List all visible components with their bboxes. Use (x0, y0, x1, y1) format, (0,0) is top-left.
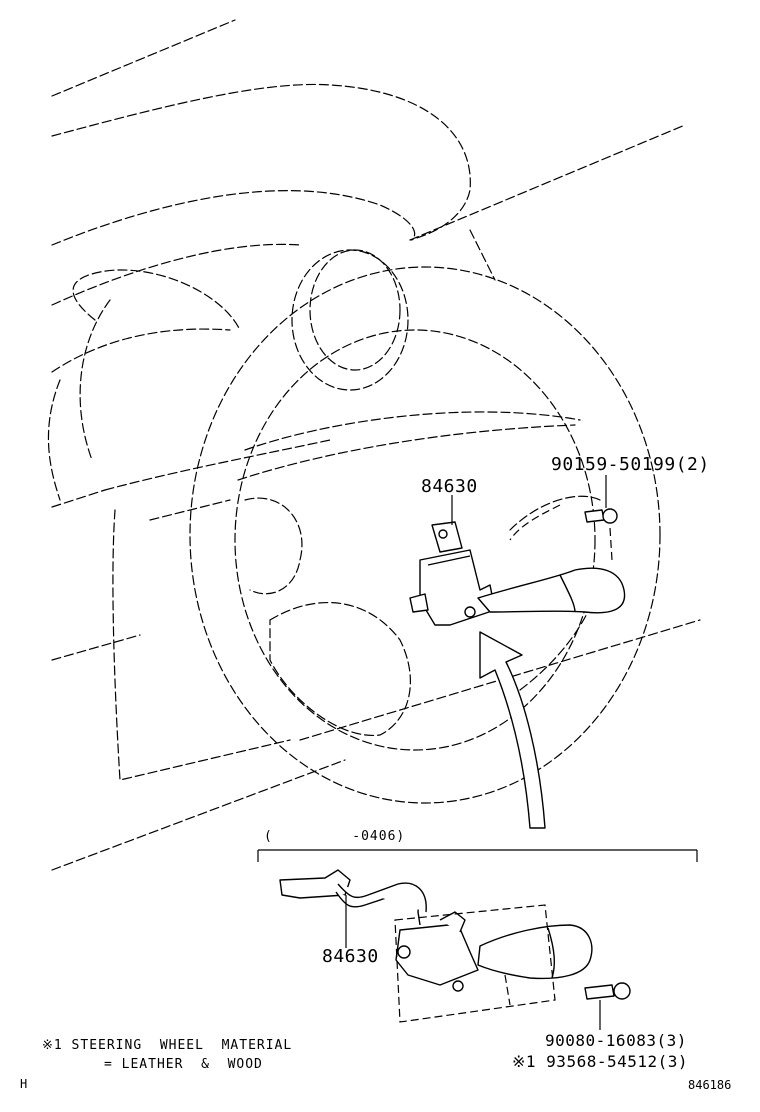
gauge-cluster (47, 249, 409, 501)
lower-switch-assembly (279, 869, 593, 992)
callout-lower-bolt-alt: ※1 93568-54512(3) (512, 1052, 689, 1071)
callout-lower-bolt: 90080-16083(3) (545, 1031, 687, 1050)
footnote-material-line2: = LEATHER & WOOD (104, 1057, 263, 1072)
callout-upper-bolt: 90159-50199(2) (551, 454, 710, 475)
illustration-number: 846186 (688, 1078, 732, 1092)
upper-switch-assembly (409, 521, 626, 626)
lower-bolt (584, 982, 631, 1000)
variant-bracket (257, 849, 698, 862)
dashboard-outline (51, 19, 701, 871)
view-arrow (479, 631, 546, 829)
callout-lower-switch: 84630 (322, 946, 379, 967)
footnote-material-line1: ※1 STEERING WHEEL MATERIAL (42, 1038, 293, 1053)
lower-assembly-box (394, 504, 613, 1023)
steering-wheel (112, 266, 661, 804)
upper-bolt (584, 508, 618, 524)
callout-upper-switch: 84630 (421, 476, 478, 497)
variant-range-label: ( -0406) (264, 829, 406, 844)
corner-code-left: H (20, 1077, 28, 1091)
